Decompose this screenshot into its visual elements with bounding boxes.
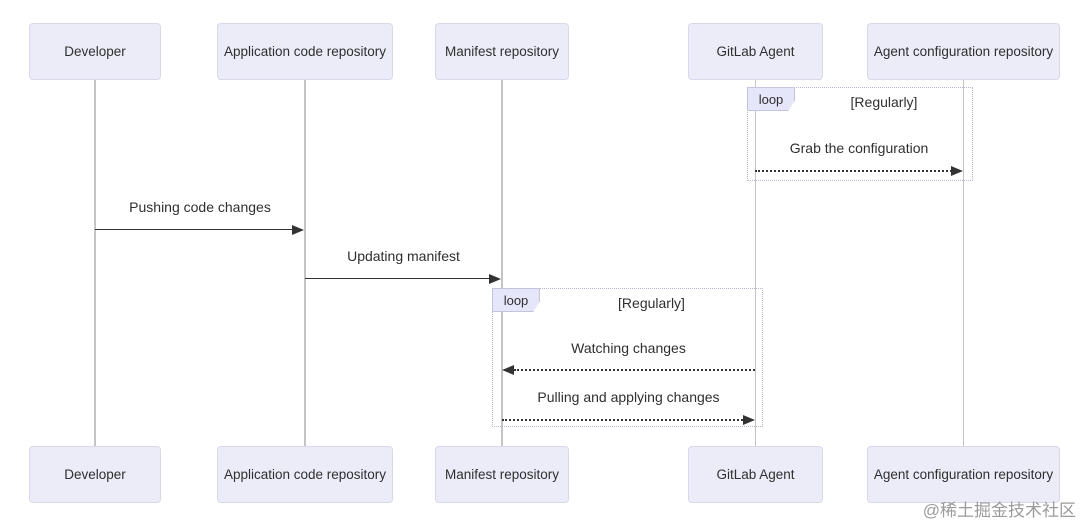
actor-label: GitLab Agent <box>716 467 795 482</box>
loop-condition: [Regularly] <box>850 94 918 110</box>
loop-keyword: loop <box>503 292 529 308</box>
loop-keyword-badge: loop <box>492 288 540 312</box>
actor-developer-top: Developer <box>29 23 161 80</box>
loop-frame-watch-changes: loop [Regularly] <box>492 288 763 427</box>
actor-label: Manifest repository <box>444 467 560 482</box>
message-line-updating-manifest <box>305 278 490 279</box>
arrowhead-right-icon <box>743 415 755 425</box>
message-line-pushing-code-changes <box>95 229 293 230</box>
message-label-pushing-code-changes: Pushing code changes <box>129 199 271 215</box>
actor-manifest-repository-bottom: Manifest repository <box>435 446 569 503</box>
message-label-pulling-and-applying-changes: Pulling and applying changes <box>537 389 720 405</box>
actor-label: Agent configuration repository <box>873 467 1054 482</box>
loop-keyword: loop <box>758 91 784 107</box>
actor-label: Application code repository <box>223 44 387 59</box>
message-label-updating-manifest: Updating manifest <box>347 248 460 264</box>
loop-keyword-badge: loop <box>747 87 795 111</box>
loop-condition: [Regularly] <box>618 295 685 311</box>
lifeline-manifest-repository <box>501 80 503 446</box>
actor-application-code-repository-bottom: Application code repository <box>217 446 393 503</box>
actor-developer-bottom: Developer <box>29 446 161 503</box>
actor-agent-configuration-repository-bottom: Agent configuration repository <box>867 446 1060 503</box>
actor-label: Application code repository <box>223 467 387 482</box>
arrowhead-left-icon <box>502 365 514 375</box>
actor-label: GitLab Agent <box>716 44 795 59</box>
message-line-grab-the-configuration <box>755 170 952 172</box>
lifeline-agent-configuration-repository <box>962 80 965 446</box>
arrowhead-right-icon <box>951 166 963 176</box>
arrowhead-right-icon <box>489 274 501 284</box>
actor-label: Developer <box>64 467 126 482</box>
actor-gitlab-agent-top: GitLab Agent <box>688 23 823 80</box>
actor-gitlab-agent-bottom: GitLab Agent <box>688 446 823 503</box>
message-line-watching-changes <box>514 369 755 371</box>
actor-label: Agent configuration repository <box>873 44 1054 59</box>
message-label-grab-the-configuration: Grab the configuration <box>789 140 929 156</box>
actor-label: Manifest repository <box>444 44 560 59</box>
message-label-watching-changes: Watching changes <box>571 340 686 356</box>
loop-frame-grab-configuration: loop [Regularly] <box>747 87 973 181</box>
actor-manifest-repository-top: Manifest repository <box>435 23 569 80</box>
lifeline-application-code-repository <box>304 80 306 446</box>
lifeline-developer <box>94 80 96 446</box>
actor-application-code-repository-top: Application code repository <box>217 23 393 80</box>
arrowhead-right-icon <box>292 225 304 235</box>
watermark: @稀土掘金技术社区 <box>922 501 1076 520</box>
actor-label: Developer <box>64 44 126 59</box>
message-line-pulling-and-applying-changes <box>502 419 743 421</box>
lifeline-gitlab-agent <box>754 80 757 446</box>
actor-agent-configuration-repository-top: Agent configuration repository <box>867 23 1060 80</box>
